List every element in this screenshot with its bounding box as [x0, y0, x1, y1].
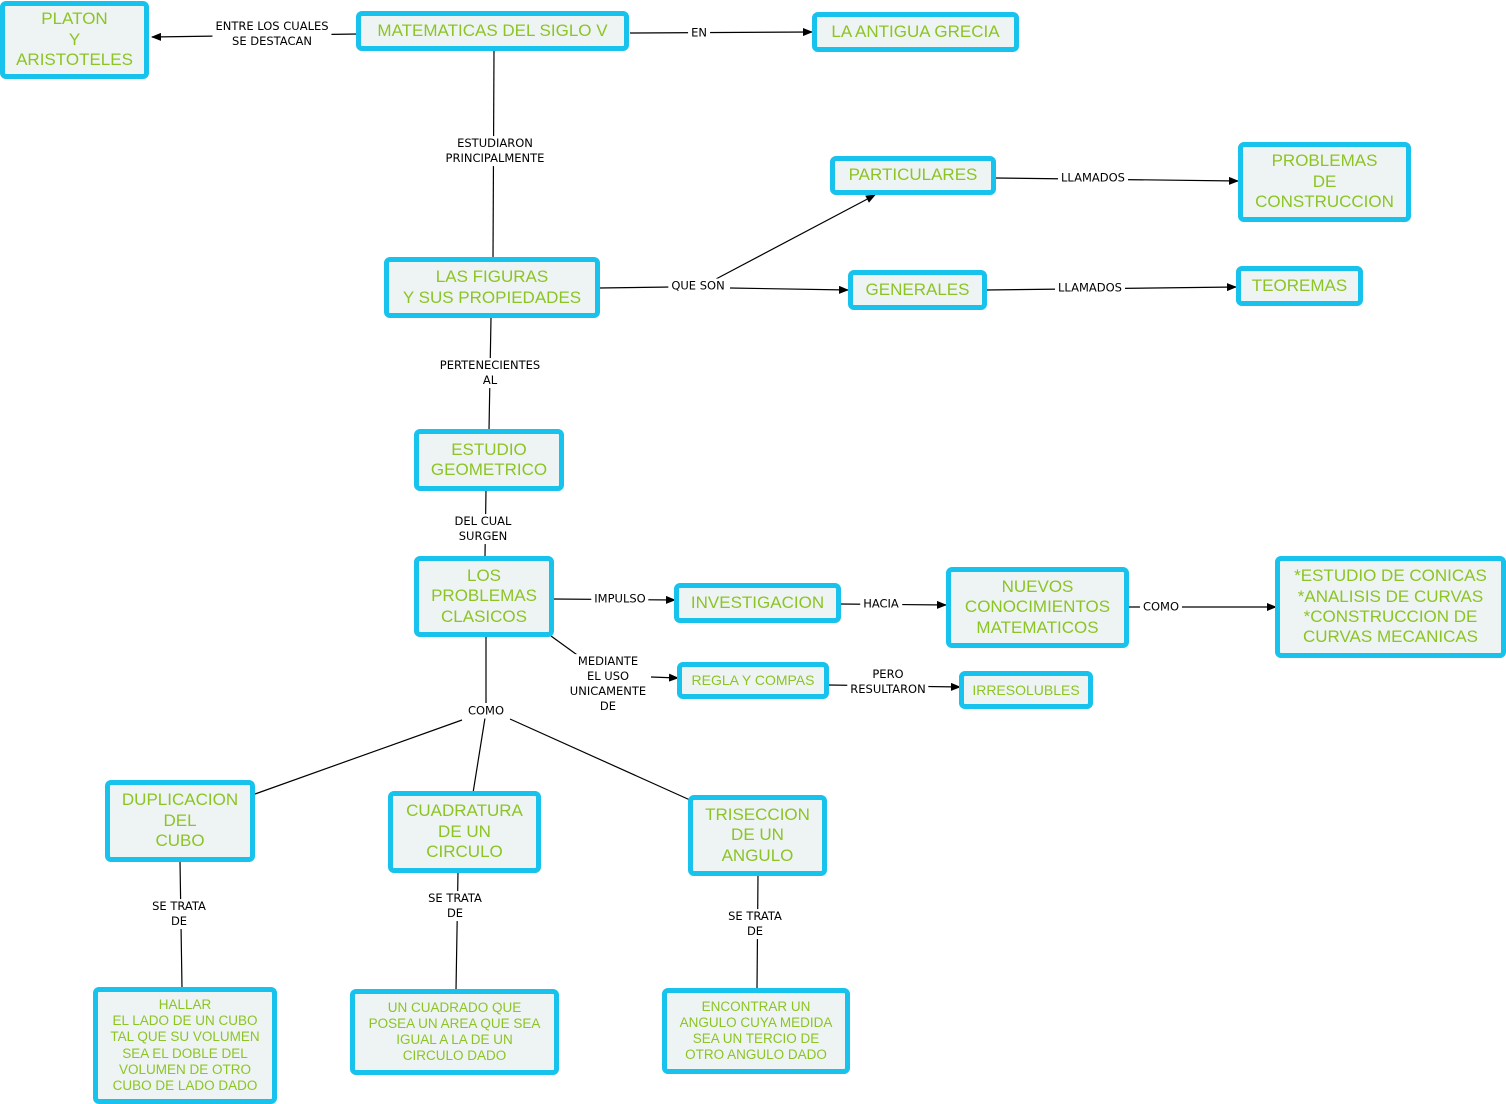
concept-regla-compas[interactable]: REGLA Y COMPAS	[677, 662, 829, 699]
concept-triseccion-angulo[interactable]: TRISECCION DE UN ANGULO	[688, 795, 827, 876]
edge-figuras-queson	[598, 286, 673, 289]
concept-cuadratura-circulo[interactable]: CUADRATURA DE UN CIRCULO	[388, 791, 541, 873]
concept-platon-aristoteles[interactable]: PLATON Y ARISTOTELES	[0, 1, 149, 79]
link-label-como-1: COMO	[1139, 599, 1183, 615]
edge-como-cuadratura	[472, 717, 486, 794]
link-label-impulso: IMPULSO	[591, 591, 649, 607]
concept-matematicas-siglo-v[interactable]: MATEMATICAS DEL SIGLO V	[356, 11, 629, 51]
concept-particulares[interactable]: PARTICULARES	[830, 156, 996, 195]
link-label-entre: ENTRE LOS CUALES SE DESTACAN	[212, 19, 332, 49]
link-label-estudiaron: ESTUDIARON PRINCIPALMENTE	[442, 136, 548, 166]
edge-clasicos-mediante	[550, 635, 581, 658]
edge-queson-generales	[729, 285, 849, 294]
edge-matematicas-grecia	[629, 28, 813, 37]
link-label-pero: PERO RESULTARON	[847, 667, 929, 697]
link-label-en: EN	[688, 25, 710, 41]
edge-como-duplicacion	[254, 719, 463, 795]
concept-problemas-clasicos[interactable]: LOS PROBLEMAS CLASICOS	[414, 556, 554, 637]
concept-teoremas[interactable]: TEOREMAS	[1236, 266, 1363, 306]
link-label-llamados-1: LLAMADOS	[1058, 170, 1128, 186]
link-label-se-trata-2: SE TRATA DE	[425, 891, 485, 921]
edge-cuadratura-cuadrado	[455, 871, 459, 991]
concept-antigua-grecia[interactable]: LA ANTIGUA GRECIA	[812, 12, 1019, 52]
concept-figuras-propiedades[interactable]: LAS FIGURAS Y SUS PROPIEDADES	[384, 257, 600, 318]
concept-nuevos-conocimientos[interactable]: NUEVOS CONOCIMIENTOS MATEMATICOS	[946, 567, 1129, 648]
concept-irresolubles[interactable]: IRRESOLUBLES	[959, 671, 1093, 709]
concept-hallar-lado-cubo[interactable]: HALLAR EL LADO DE UN CUBO TAL QUE SU VOL…	[93, 987, 277, 1104]
edge-queson-particulares	[715, 194, 876, 280]
concept-problemas-construccion[interactable]: PROBLEMAS DE CONSTRUCCION	[1238, 142, 1411, 222]
concept-duplicacion-cubo[interactable]: DUPLICACION DEL CUBO	[105, 780, 255, 862]
link-label-se-trata-3: SE TRATA DE	[725, 909, 785, 939]
edge-mediante-regla	[650, 673, 679, 682]
edge-como-triseccion	[509, 718, 691, 801]
link-label-se-trata-1: SE TRATA DE	[149, 899, 209, 929]
link-label-mediante: MEDIANTE EL USO UNICAMENTE DE	[566, 654, 650, 714]
link-label-llamados-2: LLAMADOS	[1055, 280, 1125, 296]
concept-conicas-curvas[interactable]: *ESTUDIO DE CONICAS *ANALISIS DE CURVAS …	[1275, 556, 1506, 658]
link-label-como-2: COMO	[464, 703, 508, 719]
concept-estudio-geometrico[interactable]: ESTUDIO GEOMETRICO	[414, 429, 564, 491]
link-label-que-son: QUE SON	[668, 278, 728, 294]
link-label-hacia: HACIA	[860, 596, 902, 612]
link-label-del-cual: DEL CUAL SURGEN	[451, 514, 515, 544]
concept-angulo-tercio[interactable]: ENCONTRAR UN ANGULO CUYA MEDIDA SEA UN T…	[662, 988, 850, 1074]
concept-generales[interactable]: GENERALES	[848, 270, 987, 310]
concept-cuadrado-area[interactable]: UN CUADRADO QUE POSEA UN AREA QUE SEA IG…	[350, 989, 559, 1075]
link-label-pertenecientes: PERTENECIENTES AL	[436, 358, 544, 388]
concept-investigacion[interactable]: INVESTIGACION	[674, 583, 841, 623]
